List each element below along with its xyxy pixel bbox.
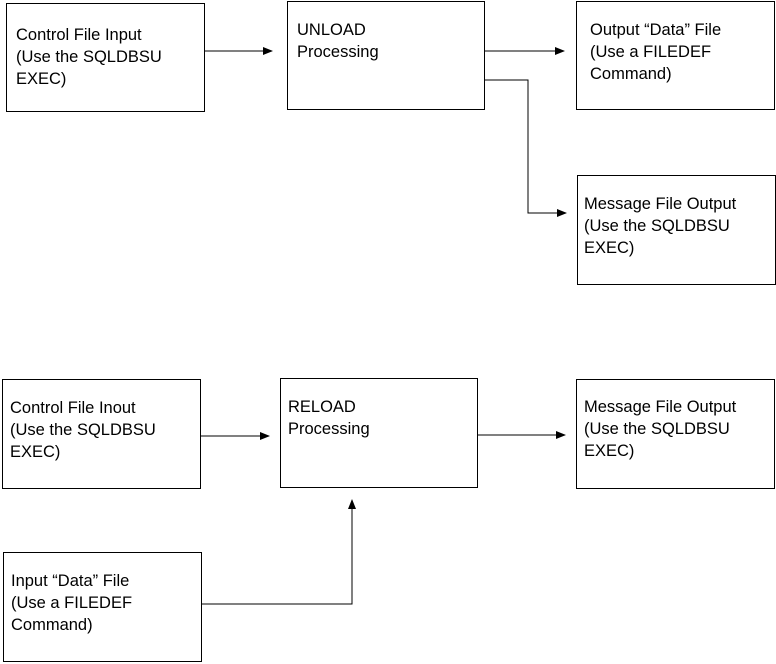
unload-control-file-input-box: Control File Input (Use the SQLDBSU EXEC… [6,3,205,112]
unload-message-line-3: EXEC) [584,239,635,257]
reload-processing-box: RELOAD Processing [280,378,478,488]
reload-processing-line-2: Processing [288,420,370,438]
unload-control-line-2: (Use the SQLDBSU [16,48,162,66]
unload-message-line-2: (Use the SQLDBSU [584,217,730,235]
output-data-line-3: Command) [590,65,672,83]
input-data-line-3: Command) [11,616,93,634]
reload-control-file-input-box: Control File Inout (Use the SQLDBSU EXEC… [2,379,201,489]
unload-message-file-output-box: Message File Output (Use the SQLDBSU EXE… [577,175,776,285]
output-data-file-box: Output “Data” File (Use a FILEDEF Comman… [576,1,775,110]
reload-control-line-2: (Use the SQLDBSU [10,421,156,439]
unload-control-line-3: EXEC) [16,70,67,88]
reload-message-line-1: Message File Output [584,398,737,416]
output-data-line-2: (Use a FILEDEF [590,43,712,61]
unload-processing-line-2: Processing [297,43,379,61]
arrow-input-data-to-reload [202,499,356,605]
input-data-line-2: (Use a FILEDEF [11,594,133,612]
reload-message-line-3: EXEC) [584,442,635,460]
unload-message-line-1: Message File Output [584,195,737,213]
input-data-file-box: Input “Data” File (Use a FILEDEF Command… [3,552,202,662]
arrow-unload-to-message-file [485,79,567,217]
unload-control-line-1: Control File Input [16,26,142,44]
reload-message-file-output-box: Message File Output (Use the SQLDBSU EXE… [576,379,775,489]
reload-message-line-2: (Use the SQLDBSU [584,420,730,438]
input-data-line-1: Input “Data” File [11,572,130,590]
unload-processing-box: UNLOAD Processing [287,1,485,110]
output-data-line-1: Output “Data” File [590,21,722,39]
reload-control-line-3: EXEC) [10,443,61,461]
unload-processing-line-1: UNLOAD [297,21,366,39]
reload-processing-line-1: RELOAD [288,398,356,416]
reload-control-line-1: Control File Inout [10,399,136,417]
